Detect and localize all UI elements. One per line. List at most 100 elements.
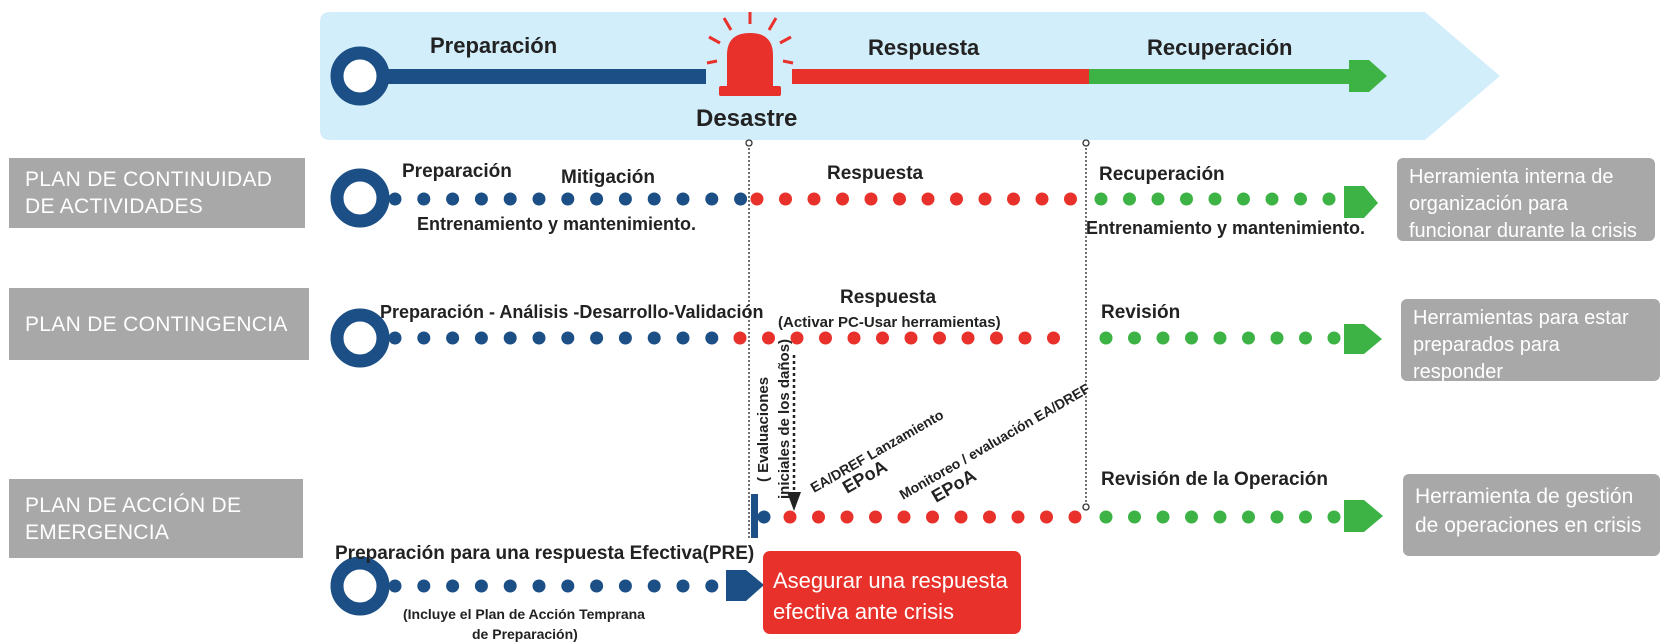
timeline-dot (954, 510, 968, 524)
plan-emergencia-label: PLAN DE ACCIÓN DE EMERGENCIA (9, 479, 303, 558)
timeline-dot (590, 192, 604, 206)
timeline-dot (647, 331, 661, 345)
phases-label: Preparación - Análisis -Desarrollo-Valid… (380, 302, 763, 322)
pre-note: (Incluye el Plan de Acción Temprana (403, 606, 645, 622)
activar-label: (Activar PC-Usar herramientas) (778, 314, 1001, 331)
timeline-dot (388, 579, 402, 593)
timeline-dot (1040, 510, 1053, 524)
timeline-dot (961, 331, 975, 345)
timeline-dot (790, 331, 804, 345)
recovery-guide-dot (1082, 139, 1090, 147)
timeline-dot (840, 510, 854, 524)
timeline-dot (417, 331, 431, 345)
timeline-dot (1185, 510, 1198, 524)
timeline-dot (532, 192, 546, 206)
timeline-dot (1180, 192, 1193, 206)
pre-result-box: Asegurar una respuesta efectiva ante cri… (763, 551, 1021, 634)
entrenamiento-recovery-label: Entrenamiento y mantenimiento. (1086, 218, 1365, 238)
timeline-dot (1322, 192, 1336, 206)
row-start-ring (330, 168, 390, 228)
timeline-dot (990, 331, 1003, 345)
timeline-dot (812, 510, 825, 524)
timeline-dot (1035, 192, 1049, 206)
emergencia-description: Herramienta de gestión de operaciones en… (1403, 474, 1660, 556)
plan-contingencia-text: PLAN DE CONTINGENCIA (25, 312, 288, 336)
timeline-dot (1123, 192, 1136, 206)
pre-title: Preparación para una respuesta Efectiva(… (335, 543, 754, 564)
timeline-dot (897, 510, 911, 524)
timeline-dot (819, 331, 832, 345)
timeline-dot (1099, 510, 1113, 524)
timeline-dot (1047, 331, 1060, 345)
evaluaciones-label: ( Evaluaciones (755, 377, 772, 482)
timeline-dot (503, 192, 517, 206)
revision-label: Revisión (1101, 302, 1180, 323)
row-continuidad: Preparación Mitigación Entrenamiento y m… (330, 161, 1378, 238)
respuesta-label: Respuesta (827, 163, 924, 184)
timeline-dot (1242, 510, 1255, 524)
timeline-dot (590, 579, 604, 593)
timeline-dot (676, 579, 690, 593)
continuidad-description: Herramienta interna de organización para… (1397, 158, 1655, 242)
timeline-dot (1068, 510, 1082, 524)
recovery-guide-dot-bottom (1082, 503, 1090, 511)
timeline-dot (1265, 192, 1279, 206)
row-start-ring (330, 308, 390, 368)
timeline-dot (1327, 510, 1341, 524)
timeline-dot (388, 192, 402, 206)
timeline-dot (836, 192, 849, 206)
plan-contingencia-label: PLAN DE CONTINGENCIA (9, 288, 309, 360)
row-contingencia: Preparación - Análisis -Desarrollo-Valid… (330, 287, 1382, 368)
banner-desastre-label: Desastre (696, 105, 797, 132)
timeline-dot (1237, 192, 1250, 206)
timeline-dot (590, 331, 604, 345)
timeline-dot (1242, 331, 1255, 345)
timeline-dot (750, 192, 764, 206)
row-arrow-head (726, 570, 764, 601)
timeline-dot (561, 192, 575, 206)
timeline-dot (757, 510, 771, 524)
preparation-bar (383, 69, 706, 84)
timeline-dot (618, 331, 632, 345)
timeline-dot (1185, 331, 1198, 345)
timeline-dot (1156, 510, 1170, 524)
evaluaciones-label-2: iniciales de los daños) (776, 339, 793, 499)
timeline-dot (647, 192, 661, 206)
timeline-dot (978, 192, 992, 206)
plan-continuidad-text: PLAN DE CONTINUIDAD DE ACTIVIDADES (25, 168, 273, 218)
timeline-dot (474, 331, 488, 345)
timeline-dot (446, 192, 460, 206)
timeline-dot (983, 510, 996, 524)
recovery-arrow-head (1349, 60, 1387, 92)
timeline-dot (417, 579, 431, 593)
timeline-dot (561, 331, 575, 345)
timeline-dot (1099, 331, 1113, 345)
timeline-dot (532, 331, 546, 345)
banner-recuperacion-label: Recuperación (1147, 35, 1293, 60)
timeline-dot (1270, 331, 1284, 345)
timeline-dot (446, 579, 460, 593)
timeline-dot (893, 192, 906, 206)
timeline-dot (926, 510, 939, 524)
timeline-dot (876, 331, 889, 345)
timeline-dot (705, 192, 719, 206)
timeline-dot (474, 192, 488, 206)
row-start-ring (330, 556, 390, 616)
monitoreo-label: Monitoreo / evaluación EA/DREF (897, 380, 1093, 503)
recuperacion-label: Recuperación (1099, 164, 1225, 185)
timeline-dot (1327, 331, 1341, 345)
timeline-dot (933, 331, 946, 345)
banner-preparacion-label: Preparación (430, 33, 557, 58)
plan-continuidad-label: PLAN DE CONTINUIDAD DE ACTIVIDADES (9, 158, 305, 228)
contingencia-description: Herramientas para estar preparados para … (1401, 299, 1660, 410)
timeline-dot (532, 579, 546, 593)
timeline-dot (783, 510, 797, 524)
response-bar (792, 69, 1089, 84)
timeline-dot (734, 192, 748, 206)
preparacion-label: Preparación (402, 161, 512, 182)
timeline-dot (1128, 510, 1141, 524)
timeline-dot (705, 331, 719, 345)
timeline-dot (762, 331, 775, 345)
timeline-dot (733, 331, 747, 345)
row-emergencia: ( Evaluaciones iniciales de los daños) E… (751, 339, 1383, 538)
